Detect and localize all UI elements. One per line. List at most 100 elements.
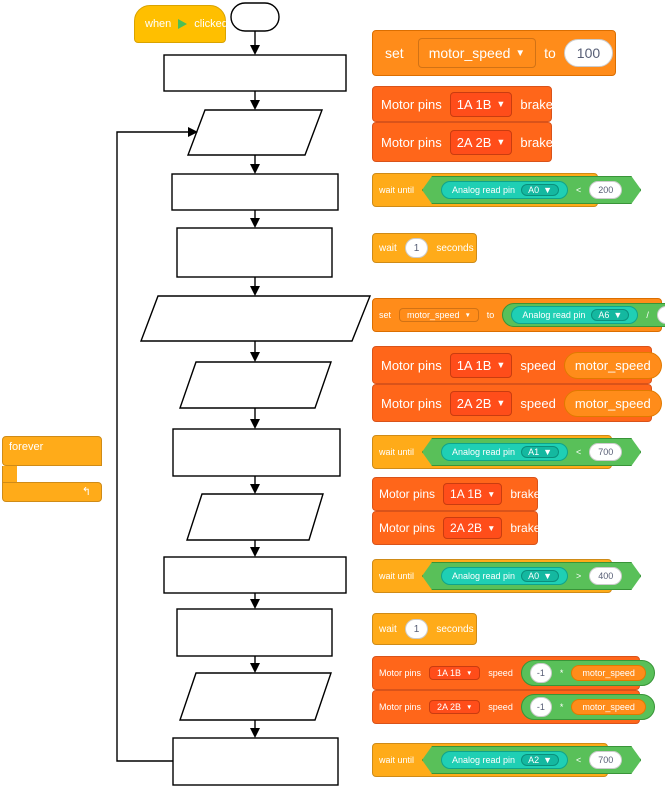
motor-brake-block-1[interactable]: Motor pins 1A 1B▼ brake — [372, 86, 553, 122]
when-label: when — [145, 18, 172, 30]
pin-dropdown[interactable]: A0▼ — [521, 570, 559, 582]
pins-dropdown[interactable]: 1A 1B▼ — [443, 483, 503, 505]
flow-box-7 — [172, 737, 339, 786]
brake-label: brake — [520, 96, 553, 112]
motor-speed-variable[interactable]: motor_speed — [571, 699, 646, 715]
operator-symbol: < — [576, 185, 582, 195]
forever-label: forever — [9, 441, 44, 453]
dropdown-caret-icon: ▼ — [487, 489, 496, 499]
multiplier-input[interactable]: -1 — [529, 697, 552, 717]
pins-value: 2A 2B — [437, 702, 462, 712]
multiply-operator[interactable]: -1 * motor_speed — [520, 694, 655, 720]
motor-brake-block-2[interactable]: Motor pins 2A 2B▼ brake — [372, 122, 553, 162]
pins-dropdown[interactable]: 2A 2B▼ — [429, 700, 481, 714]
motor-pins-label: Motor pins — [379, 668, 422, 678]
value-input[interactable]: 4 — [656, 306, 665, 324]
motor-brake-block-3[interactable]: Motor pins 1A 1B▼ brake — [372, 477, 540, 511]
wait-seconds-block-1[interactable]: wait 1 seconds — [372, 233, 477, 263]
pin-dropdown[interactable]: A2▼ — [521, 754, 559, 766]
dropdown-caret-icon: ▼ — [487, 523, 496, 533]
value-input[interactable]: 100 — [563, 39, 614, 67]
forever-block-header[interactable]: forever — [2, 436, 102, 466]
flow-box-5 — [163, 556, 347, 594]
seconds-input[interactable]: 1 — [404, 238, 429, 258]
pins-dropdown[interactable]: 2A 2B▼ — [449, 390, 513, 416]
motor-speed-block-1[interactable]: Motor pins 1A 1B▼ speed motor_speed — [372, 346, 662, 384]
motor-speed-variable[interactable]: motor_speed — [563, 389, 662, 417]
pins-dropdown[interactable]: 2A 2B▼ — [443, 517, 503, 539]
forever-block-footer: ↰ — [2, 482, 102, 502]
loop-arrow-icon: ↰ — [81, 486, 91, 498]
value-input[interactable]: 200 — [589, 181, 622, 199]
seconds-label: seconds — [436, 623, 474, 635]
multiply-operator[interactable]: -1 * motor_speed — [520, 660, 655, 686]
motor-speed-block-2[interactable]: Motor pins 2A 2B▼ speed motor_speed — [372, 384, 662, 422]
set-label: set — [385, 45, 404, 61]
dropdown-caret-icon: ▼ — [515, 47, 526, 59]
pin-dropdown[interactable]: A1▼ — [521, 446, 559, 458]
motor-speed-variable[interactable]: motor_speed — [563, 351, 662, 379]
dropdown-caret-icon: ▼ — [496, 137, 506, 147]
pin-value: A2 — [528, 755, 540, 765]
multiplier-input[interactable]: -1 — [529, 663, 552, 683]
motor-speed-variable[interactable]: motor_speed — [571, 665, 646, 681]
motor-speed-block-4[interactable]: Motor pins 2A 2B▼ speed -1 * motor_speed — [372, 690, 655, 724]
set-variable-block-1[interactable]: set motor_speed▼ to 100 — [372, 30, 616, 76]
motor-speed-block-3[interactable]: Motor pins 1A 1B▼ speed -1 * motor_speed — [372, 656, 655, 690]
value-input[interactable]: 700 — [589, 751, 622, 769]
flow-box-2 — [171, 173, 339, 211]
motor-pins-label: Motor pins — [381, 395, 442, 411]
set-label: set — [379, 310, 392, 320]
pin-dropdown[interactable]: A6▼ — [591, 309, 630, 321]
motor-pins-label: Motor pins — [381, 134, 442, 150]
variable-dropdown[interactable]: motor_speed▼ — [399, 308, 479, 322]
speed-label: speed — [488, 702, 513, 712]
dropdown-caret-icon: ▼ — [543, 447, 553, 457]
dropdown-caret-icon: ▼ — [496, 99, 506, 109]
operator-symbol: < — [576, 447, 582, 457]
clicked-label: clicked — [194, 18, 228, 30]
flow-io-5 — [179, 672, 332, 721]
flow-connectors — [116, 31, 260, 762]
wait-seconds-block-2[interactable]: wait 1 seconds — [372, 613, 477, 645]
motor-brake-block-4[interactable]: Motor pins 2A 2B▼ brake — [372, 511, 540, 545]
flow-box-6 — [176, 608, 333, 657]
value-input[interactable]: 400 — [589, 567, 622, 585]
brake-label: brake — [520, 134, 553, 150]
operator-symbol: * — [559, 668, 564, 678]
wait-until-label: wait until — [379, 185, 415, 195]
pins-dropdown[interactable]: 2A 2B▼ — [449, 129, 513, 155]
pins-dropdown[interactable]: 1A 1B▼ — [449, 352, 513, 378]
pin-dropdown[interactable]: A0▼ — [521, 184, 559, 196]
wait-label: wait — [379, 623, 397, 635]
pin-value: A1 — [528, 447, 540, 457]
value-input[interactable]: 700 — [589, 443, 622, 461]
seconds-input[interactable]: 1 — [404, 619, 429, 639]
wait-label: wait — [379, 242, 397, 254]
pins-dropdown[interactable]: 1A 1B▼ — [429, 666, 481, 680]
variable-name: motor_speed — [407, 310, 460, 320]
when-flag-clicked-block[interactable]: when clicked — [134, 5, 228, 43]
to-label: to — [486, 310, 495, 320]
dropdown-caret-icon: ▼ — [543, 185, 553, 195]
pins-dropdown[interactable]: 1A 1B▼ — [449, 91, 513, 117]
flow-start-terminator — [230, 2, 280, 32]
variable-dropdown[interactable]: motor_speed▼ — [417, 38, 537, 68]
green-flag-icon — [178, 19, 188, 29]
